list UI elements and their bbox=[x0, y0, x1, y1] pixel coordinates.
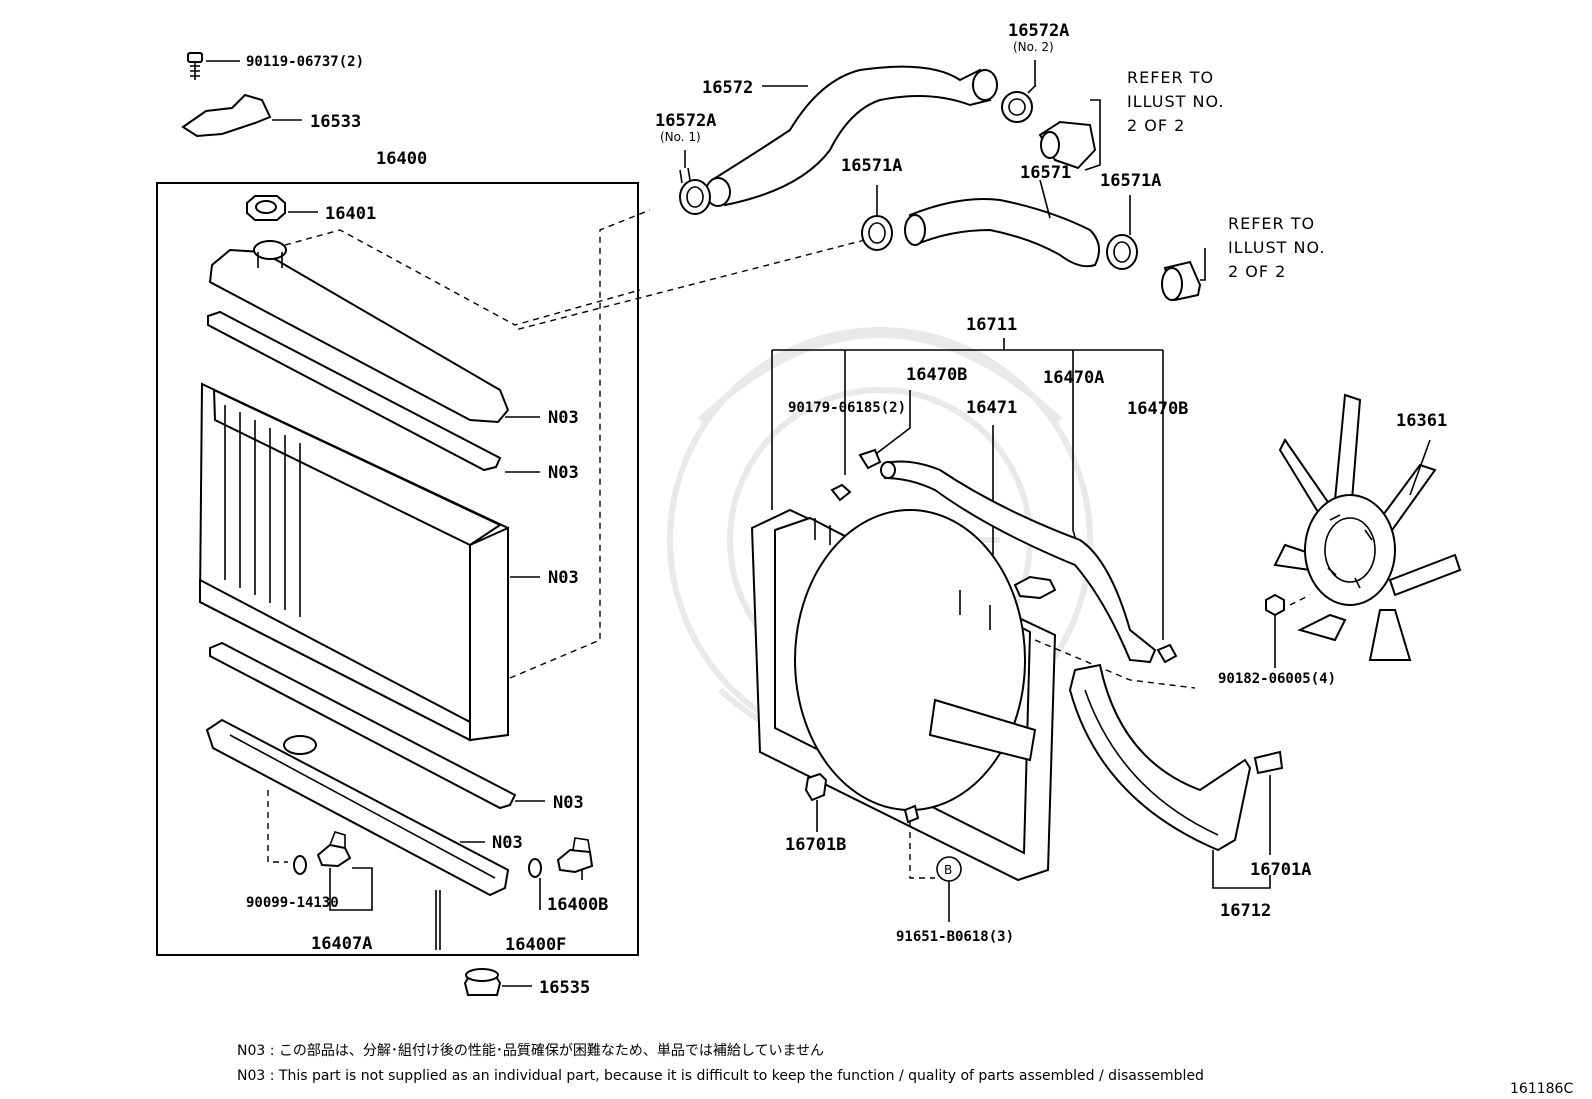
label-refer2-line3: 2 OF 2 bbox=[1228, 262, 1286, 281]
cushion-icon bbox=[463, 968, 502, 996]
note-english: N03 : This part is not supplied as an in… bbox=[237, 1068, 1204, 1084]
diagram-code: 161186C bbox=[1510, 1081, 1573, 1097]
label-nut: 90182-06005(4) bbox=[1218, 671, 1336, 687]
reserve-hose-icon bbox=[880, 460, 1157, 664]
upper-seal-icon bbox=[207, 310, 502, 472]
label-shroud-assy: 16711 bbox=[966, 315, 1017, 335]
lower-hose-icon bbox=[904, 198, 1100, 268]
label-clamp-no1: 16572A bbox=[655, 111, 716, 131]
gasket-icon bbox=[293, 855, 307, 875]
clip-b-icon bbox=[804, 772, 828, 802]
fan-nut-icon bbox=[1265, 593, 1285, 617]
label-refer2-line2: ILLUST NO. bbox=[1228, 238, 1325, 257]
radiator-assembly-box bbox=[156, 182, 639, 956]
drain-cock-icon bbox=[316, 831, 352, 868]
screw-icon bbox=[830, 483, 852, 502]
label-n03-4: N03 bbox=[553, 793, 584, 813]
label-clamp-no2: 16572A bbox=[1008, 21, 1069, 41]
label-lower-shroud: 16712 bbox=[1220, 901, 1271, 921]
label-drain-cock: 16407A bbox=[311, 934, 372, 954]
label-bolt-top: 90119-06737(2) bbox=[246, 54, 364, 70]
label-plug-b: 16400B bbox=[547, 895, 608, 915]
label-n03-1: N03 bbox=[548, 408, 579, 428]
label-clamp-a-right: 16571A bbox=[1100, 171, 1161, 191]
upper-hose-icon bbox=[705, 65, 998, 207]
hose-clip-b-top-icon bbox=[858, 448, 882, 470]
hose-clamp-a-right-icon bbox=[1106, 234, 1138, 270]
label-n03-2: N03 bbox=[548, 463, 579, 483]
lower-seal-icon bbox=[209, 641, 517, 810]
label-hose-a: 16470A bbox=[1043, 368, 1104, 388]
hose-clamp-a-left-icon bbox=[861, 215, 893, 251]
lower-tank-icon bbox=[205, 718, 510, 950]
label-oring-f: 16400F bbox=[505, 935, 566, 955]
label-refer1-line1: REFER TO bbox=[1127, 68, 1214, 87]
label-bolt-b-mark: B bbox=[944, 863, 952, 877]
drain-plug-icon bbox=[556, 837, 594, 874]
bolt-b-icon bbox=[903, 804, 920, 824]
label-bracket-top: 16533 bbox=[310, 112, 361, 132]
label-gasket: 90099-14130 bbox=[246, 895, 339, 911]
water-pipe-icon bbox=[1161, 260, 1202, 302]
cooling-fan-icon bbox=[1273, 393, 1462, 661]
note-japanese: N03 : この部品は、分解･組付け後の性能･品質確保が困難なため、単品では補給… bbox=[237, 1043, 824, 1059]
label-screw: 90179-06185(2) bbox=[788, 400, 906, 416]
label-fan: 16361 bbox=[1396, 411, 1447, 431]
label-clip-b: 16701B bbox=[785, 835, 846, 855]
label-radiator-assy: 16400 bbox=[376, 149, 427, 169]
label-clip-a: 16701A bbox=[1250, 860, 1311, 880]
fan-shroud-icon bbox=[750, 508, 1057, 882]
label-reserve-tank: 16471 bbox=[966, 398, 1017, 418]
label-cap: 16401 bbox=[325, 204, 376, 224]
label-clamp-no1-note: (No. 1) bbox=[660, 130, 701, 144]
label-n03-5: N03 bbox=[492, 833, 523, 853]
hose-clamp-no1-icon bbox=[679, 167, 711, 215]
upper-bracket-icon bbox=[181, 93, 272, 138]
o-ring-icon bbox=[528, 858, 542, 878]
hose-clip-b-right-icon bbox=[1156, 643, 1178, 664]
lower-shroud-icon bbox=[1068, 663, 1252, 852]
clip-a-icon bbox=[1253, 750, 1284, 775]
reserve-tank-cap-icon bbox=[1013, 575, 1057, 600]
label-bolt-b: 91651-B0618(3) bbox=[896, 929, 1014, 945]
upper-tank-icon bbox=[208, 240, 510, 424]
label-refer1-line3: 2 OF 2 bbox=[1127, 116, 1185, 135]
radiator-core-icon bbox=[198, 382, 509, 742]
bolt-icon bbox=[187, 52, 203, 80]
label-clamp-no2-note: (No. 2) bbox=[1013, 40, 1054, 54]
label-refer2-line1: REFER TO bbox=[1228, 214, 1315, 233]
label-n03-3: N03 bbox=[548, 568, 579, 588]
label-refer1-line2: ILLUST NO. bbox=[1127, 92, 1224, 111]
label-lower-hose: 16571 bbox=[1020, 163, 1071, 183]
radiator-cap-icon bbox=[246, 195, 286, 221]
label-hose-b-top: 16470B bbox=[906, 365, 967, 385]
label-cushion: 16535 bbox=[539, 978, 590, 998]
hose-clamp-no2-icon bbox=[1001, 84, 1037, 123]
outlet-pipe-icon bbox=[1038, 120, 1097, 170]
label-upper-hose: 16572 bbox=[702, 78, 753, 98]
label-clamp-a-left: 16571A bbox=[841, 156, 902, 176]
label-hose-b-right: 16470B bbox=[1127, 399, 1188, 419]
